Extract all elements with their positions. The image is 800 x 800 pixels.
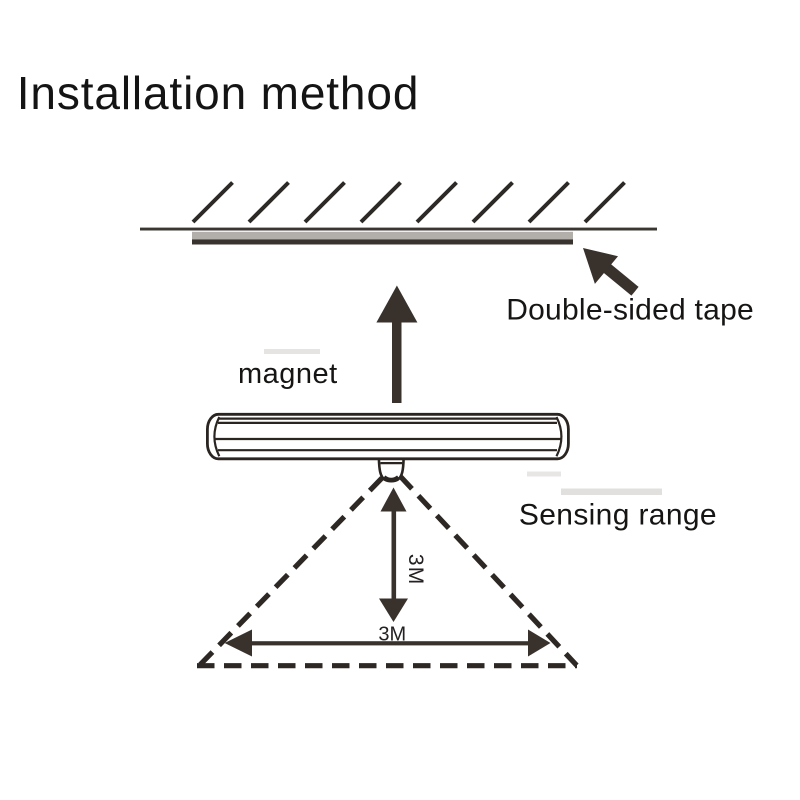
svg-text:magnet: magnet	[238, 358, 338, 390]
svg-text:Installation method: Installation method	[17, 67, 419, 119]
svg-text:Double-sided tape: Double-sided tape	[506, 294, 754, 327]
svg-text:3M: 3M	[404, 554, 427, 586]
svg-text:3M: 3M	[378, 624, 406, 646]
svg-text:Sensing range: Sensing range	[519, 498, 717, 531]
